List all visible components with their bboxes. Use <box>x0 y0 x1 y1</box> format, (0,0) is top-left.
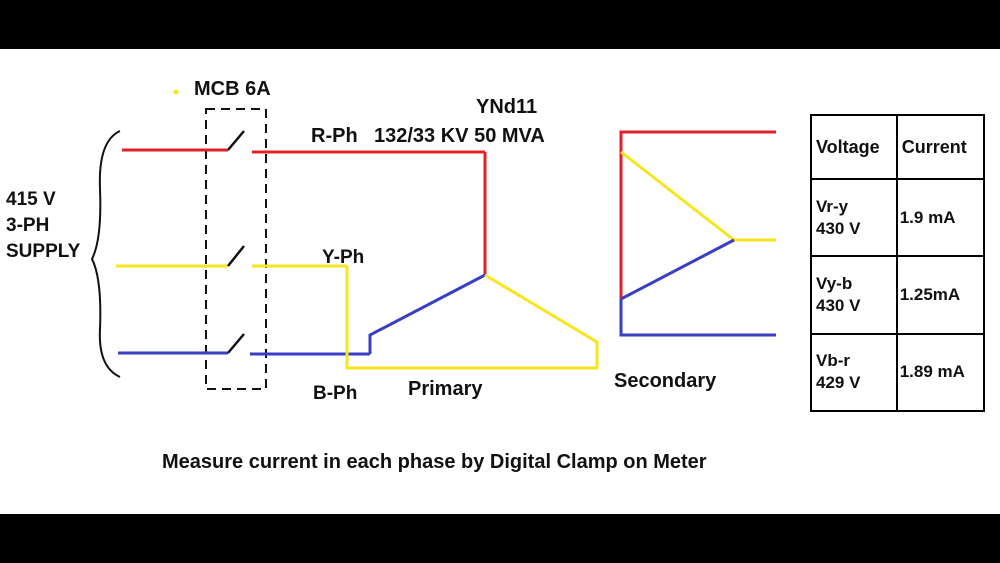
primary-b-winding <box>368 273 486 354</box>
caption: Measure current in each phase by Digital… <box>162 451 707 473</box>
table-header-row: Voltage Current <box>810 114 986 180</box>
voltage-value: 430 V <box>816 295 861 315</box>
pair-label: Vy-b <box>816 273 853 293</box>
supply-brace <box>90 130 121 378</box>
measurement-table: Voltage Current Vr-y 430 V 1.9 mA Vy-b 4… <box>810 114 986 413</box>
voltage-cell: Vr-y 430 V <box>810 177 898 258</box>
supply-phase-label: 3-PH <box>6 215 49 236</box>
pair-label: Vr-y <box>816 196 849 216</box>
pair-label: Vb-r <box>816 351 850 371</box>
top-letterbox <box>0 0 1000 49</box>
secondary-y-winding <box>620 150 776 242</box>
transformer-rating-label: 132/33 KV 50 MVA <box>374 125 545 147</box>
primary-label: Primary <box>408 378 483 400</box>
voltage-header: Voltage <box>810 114 898 180</box>
table-row: Vb-r 429 V 1.89 mA <box>810 332 986 413</box>
voltage-value: 430 V <box>816 218 861 238</box>
secondary-label: Secondary <box>614 370 717 392</box>
mcb-dashed-box <box>205 108 267 390</box>
y-phase-switch-contact <box>227 245 245 267</box>
current-value: 1.89 mA <box>895 332 986 413</box>
secondary-b-winding <box>620 238 735 301</box>
voltage-cell: Vy-b 430 V <box>810 255 898 335</box>
b-phase-switch-contact <box>227 333 245 354</box>
b-phase-label: B-Ph <box>313 383 357 404</box>
current-header: Current <box>895 114 986 180</box>
vector-group-label: YNd11 <box>476 96 537 118</box>
r-phase-label: R-Ph <box>311 125 358 147</box>
bottom-letterbox <box>0 514 1000 563</box>
primary-y-winding <box>345 266 599 370</box>
supply-type-label: SUPPLY <box>6 241 81 262</box>
r-phase-switch-contact <box>227 130 245 151</box>
table-row: Vy-b 430 V 1.25mA <box>810 255 986 335</box>
table-row: Vr-y 430 V 1.9 mA <box>810 177 986 258</box>
y-phase-label: Y-Ph <box>322 247 364 268</box>
supply-voltage-label: 415 V <box>6 189 56 210</box>
current-value: 1.9 mA <box>895 177 986 258</box>
voltage-cell: Vb-r 429 V <box>810 332 898 413</box>
diagram-canvas: MCB 6A YNd11 R-Ph 132/33 KV 50 MVA Y-Ph … <box>0 49 1000 514</box>
yellow-dot <box>173 89 179 95</box>
current-value: 1.25mA <box>895 255 986 335</box>
mcb-label: MCB 6A <box>194 78 271 100</box>
secondary-r-winding <box>619 130 776 299</box>
wiring-diagram: MCB 6A YNd11 R-Ph 132/33 KV 50 MVA Y-Ph … <box>6 78 776 473</box>
secondary-b-output <box>619 299 776 337</box>
voltage-value: 429 V <box>816 373 861 393</box>
